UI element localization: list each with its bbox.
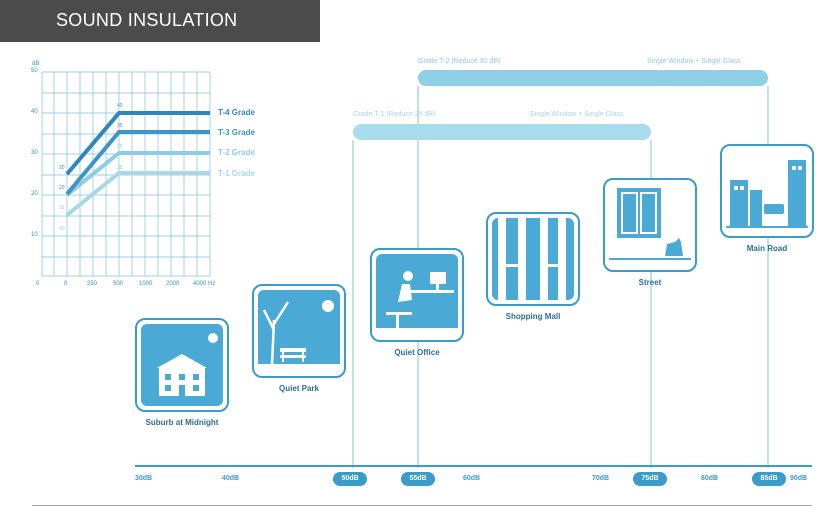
y-tick: 30: [31, 150, 38, 156]
office-icon: [376, 271, 458, 336]
band-t1-bar: [353, 124, 651, 140]
park-icon: [258, 300, 340, 372]
scene-road-card: [720, 144, 814, 238]
db-badge: 85dB: [760, 475, 778, 482]
city-icon: [726, 160, 808, 228]
x-tick: 0: [64, 281, 68, 287]
point-label: 35: [117, 123, 123, 129]
band-t2-window: Single Window + Single Glass: [647, 58, 741, 65]
db-badge: 55dB: [409, 475, 427, 482]
scene-label: Shopping Mall: [505, 312, 561, 321]
grade-label-t3: T-3 Grade: [218, 128, 255, 137]
page-title: SOUND INSULATION: [56, 10, 238, 30]
x-tick: 1000: [139, 281, 153, 287]
grade-line-t2: [65, 151, 210, 197]
x-tick: 4000 Hz: [193, 281, 216, 287]
db-label: 90dB: [790, 475, 808, 482]
band-t1-label: Grade T-1 (Reduce 25 dB): [353, 111, 436, 118]
scene-label: Quiet Park: [278, 384, 319, 393]
db-label: 40dB: [222, 475, 240, 482]
scene-park-card: [252, 284, 346, 378]
db-badge: 50dB: [341, 475, 359, 482]
y-axis-unit: dB: [32, 61, 40, 67]
point-label: 30: [117, 144, 123, 150]
band-t2-bar: [418, 70, 768, 86]
grade-label-t4: T-4 Grade: [218, 108, 255, 117]
y-tick: 20: [31, 191, 38, 197]
db-label: 80dB: [701, 475, 719, 482]
scene-label: Quiet Office: [394, 348, 440, 357]
db-label: 60dB: [463, 475, 481, 482]
grade-line-t1: [65, 171, 210, 217]
y-tick: 50: [31, 68, 38, 74]
scene-suburb-card: [135, 318, 229, 412]
band-t1-window: Single Window + Single Glass: [530, 111, 624, 118]
point-label: 10: [59, 226, 65, 232]
y-tick: 10: [31, 232, 38, 238]
point-label: 25: [117, 165, 123, 171]
point-label: 20: [59, 185, 65, 191]
grade-line-t4: [65, 111, 210, 176]
point-label: 20: [59, 165, 65, 171]
point-label: 15: [59, 205, 65, 211]
house-icon: [157, 333, 218, 396]
db-label: 70dB: [592, 475, 610, 482]
y-tick: 40: [31, 109, 38, 115]
scene-mall-card: [486, 212, 580, 306]
x-tick: 500: [113, 281, 124, 287]
mall-icon: [498, 218, 566, 300]
grade-line-t3: [65, 130, 210, 196]
grade-label-t1: T-1 Grade: [218, 169, 255, 178]
point-label: 40: [117, 103, 123, 109]
scene-label: Street: [638, 278, 662, 287]
x-tick: 2000: [166, 281, 180, 287]
header-bar: SOUND INSULATION: [0, 0, 320, 42]
db-badge: 75dB: [641, 475, 659, 482]
db-label: 30dB: [135, 475, 153, 482]
grade-label-t2: T-2 Grade: [218, 148, 255, 157]
x-tick: 250: [87, 281, 98, 287]
street-window-icon: [609, 188, 691, 260]
scene-street-card: [603, 178, 697, 272]
scene-label: Main Road: [746, 244, 788, 253]
x-tick: 0: [36, 281, 40, 287]
scene-label: Suburb at Midnight: [145, 418, 219, 427]
scene-office-card: [370, 248, 464, 342]
band-t2-label: Grade T-2 (Reduce 30 dB): [418, 58, 501, 65]
